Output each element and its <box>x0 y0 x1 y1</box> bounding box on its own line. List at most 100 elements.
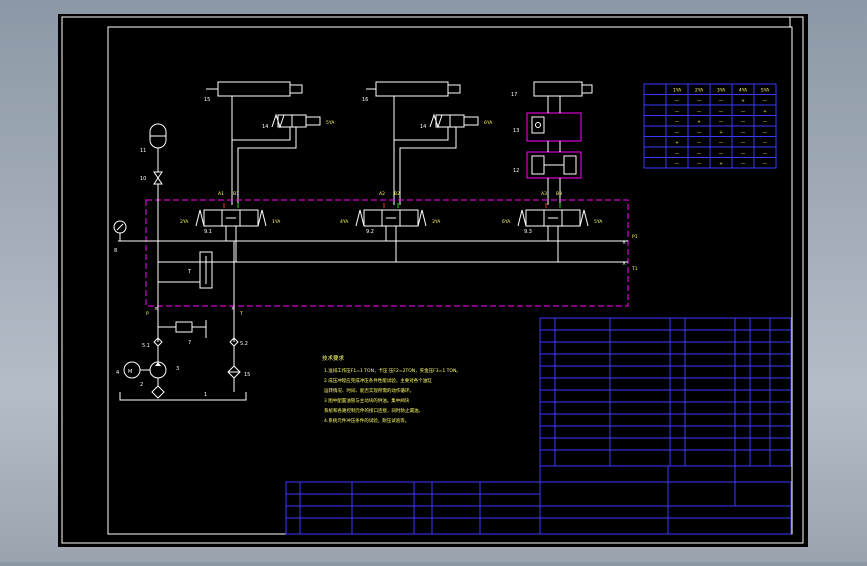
cylinder-16: 16 <box>362 81 461 103</box>
action-table-cell: — <box>697 110 702 115</box>
directional-valve-9-2: 4YA 3YA 9.2 A2 B2 <box>340 191 441 235</box>
action-table-cell: — <box>763 99 768 104</box>
svg-text:T1: T1 <box>631 266 638 272</box>
cylinder-17: 17 <box>511 81 593 98</box>
action-table-cell: — <box>763 141 768 146</box>
action-table-cell: — <box>741 131 746 136</box>
action-table-cell: — <box>675 99 680 104</box>
svg-text:4.系统元件冲压条件的试验，耐压试验等。: 4.系统元件冲压条件的试验，耐压试验等。 <box>324 417 409 424</box>
svg-text:运转情况、时间、能否实现所需的动作循环。: 运转情况、时间、能否实现所需的动作循环。 <box>324 387 414 394</box>
action-table-cell: — <box>719 152 724 157</box>
svg-text:2 成压冲程应完成冲压条件性能试验。主要对各个油缸: 2 成压冲程应完成冲压条件性能试验。主要对各个油缸 <box>324 377 432 384</box>
svg-text:B1: B1 <box>233 191 239 197</box>
svg-text:×: × <box>231 306 235 312</box>
solenoid-valve-14-left: 14 5YA <box>262 113 335 130</box>
action-table-cell: — <box>741 110 746 115</box>
action-table-cell: — <box>719 141 724 146</box>
title-block <box>285 466 792 535</box>
svg-text:6YA: 6YA <box>502 219 511 225</box>
svg-text:4: 4 <box>116 370 119 376</box>
action-table-cell: — <box>675 120 680 125</box>
svg-text:12: 12 <box>513 168 519 174</box>
svg-text:2: 2 <box>140 382 143 388</box>
filter-5-1: 5.1 <box>142 337 163 349</box>
cylinder-15: 15 <box>204 81 303 103</box>
svg-text:4YA: 4YA <box>340 219 349 225</box>
action-table-cell: — <box>697 152 702 157</box>
svg-text:×: × <box>622 261 626 267</box>
cylinder-number: 15 <box>204 97 210 103</box>
action-table-cell: — <box>763 152 768 157</box>
action-table-cell: — <box>675 152 680 157</box>
check-valve-12: 12 <box>513 151 582 179</box>
pressure-gauge-8: 8 <box>113 220 127 254</box>
action-table-cell: — <box>697 162 702 167</box>
svg-text:9.2: 9.2 <box>366 229 374 235</box>
svg-text:13: 13 <box>513 128 519 134</box>
svg-text:A1: A1 <box>218 191 224 197</box>
action-table-cell: — <box>675 131 680 136</box>
svg-text:8: 8 <box>114 248 117 254</box>
drawing-sheet <box>58 14 808 547</box>
svg-text:1: 1 <box>204 392 207 398</box>
action-table-cell: — <box>741 120 746 125</box>
svg-text:T: T <box>187 269 192 275</box>
action-table-cell: + <box>719 130 723 136</box>
svg-text:9.3: 9.3 <box>524 229 532 235</box>
action-table-header-cell: 1YA <box>673 88 682 94</box>
svg-text:11: 11 <box>140 148 146 154</box>
svg-text:×: × <box>154 306 158 312</box>
svg-text:3: 3 <box>176 366 179 372</box>
action-table-cell: — <box>741 141 746 146</box>
tech-notes-title: 技术要求 <box>322 354 345 362</box>
svg-text:B2: B2 <box>394 191 400 197</box>
action-table-cell: + <box>741 98 745 104</box>
action-table-cell: — <box>697 99 702 104</box>
action-table-cell: — <box>719 99 724 104</box>
valve-number: 14 <box>262 124 268 130</box>
action-table-cell: + <box>763 109 767 115</box>
svg-text:A2: A2 <box>379 191 385 197</box>
svg-text:9.1: 9.1 <box>204 229 212 235</box>
svg-text:1YA: 1YA <box>272 219 281 225</box>
svg-text:A3: A3 <box>541 191 547 197</box>
filter-15: 15 <box>227 365 250 379</box>
technical-notes: 技术要求 1.准排工作压F1=1 TON，卡压 压F2=2TON，夹金压F3=1… <box>322 354 461 424</box>
action-table-cell: + <box>697 119 701 125</box>
action-table-header-cell: 2YA <box>695 88 704 94</box>
svg-text:3 图中配置油管与主动块的供油。集中阀块: 3 图中配置油管与主动块的供油。集中阀块 <box>324 397 410 404</box>
svg-text:1.准排工作压F1=1 TON，卡压 压F2=2TON，夹金: 1.准排工作压F1=1 TON，卡压 压F2=2TON，夹金压F3=1 TON。 <box>324 367 461 374</box>
action-table-cell: + <box>675 140 679 146</box>
svg-text:P1: P1 <box>632 234 638 240</box>
svg-text:10: 10 <box>140 176 146 182</box>
action-table-cell: — <box>675 162 680 167</box>
action-table-cell: — <box>719 120 724 125</box>
action-table-cell: — <box>763 162 768 167</box>
svg-text:×: × <box>622 240 626 246</box>
svg-text:P: P <box>146 311 149 317</box>
action-table-cell: — <box>697 141 702 146</box>
valve-number: 14 <box>420 124 426 130</box>
action-table-cell: — <box>697 131 702 136</box>
svg-text:3YA: 3YA <box>432 219 441 225</box>
action-table-header-cell: 4YA <box>739 88 748 94</box>
parts-list <box>539 317 792 467</box>
action-table-cell: — <box>763 120 768 125</box>
svg-text:6YA: 6YA <box>484 120 493 126</box>
svg-text:15: 15 <box>244 372 250 378</box>
svg-text:5YA: 5YA <box>594 219 603 225</box>
svg-text:系统和各路控制元件的接口连接，同时防止漏油。: 系统和各路控制元件的接口连接，同时防止漏油。 <box>324 407 423 414</box>
directional-valve-9-1: 2YA 1YA 9.1 A1 B1 <box>180 191 281 235</box>
relief-cartridge: T <box>187 251 213 289</box>
svg-text:2YA: 2YA <box>180 219 189 225</box>
action-table-cell: + <box>719 161 723 167</box>
svg-text:5.2: 5.2 <box>240 341 248 347</box>
directional-valve-9-3: 6YA 5YA 9.3 A3 B3 <box>502 191 603 235</box>
svg-text:5YA: 5YA <box>326 120 335 126</box>
manifold-frame <box>145 199 629 307</box>
action-table-cell: — <box>675 110 680 115</box>
svg-text:M: M <box>128 369 132 375</box>
